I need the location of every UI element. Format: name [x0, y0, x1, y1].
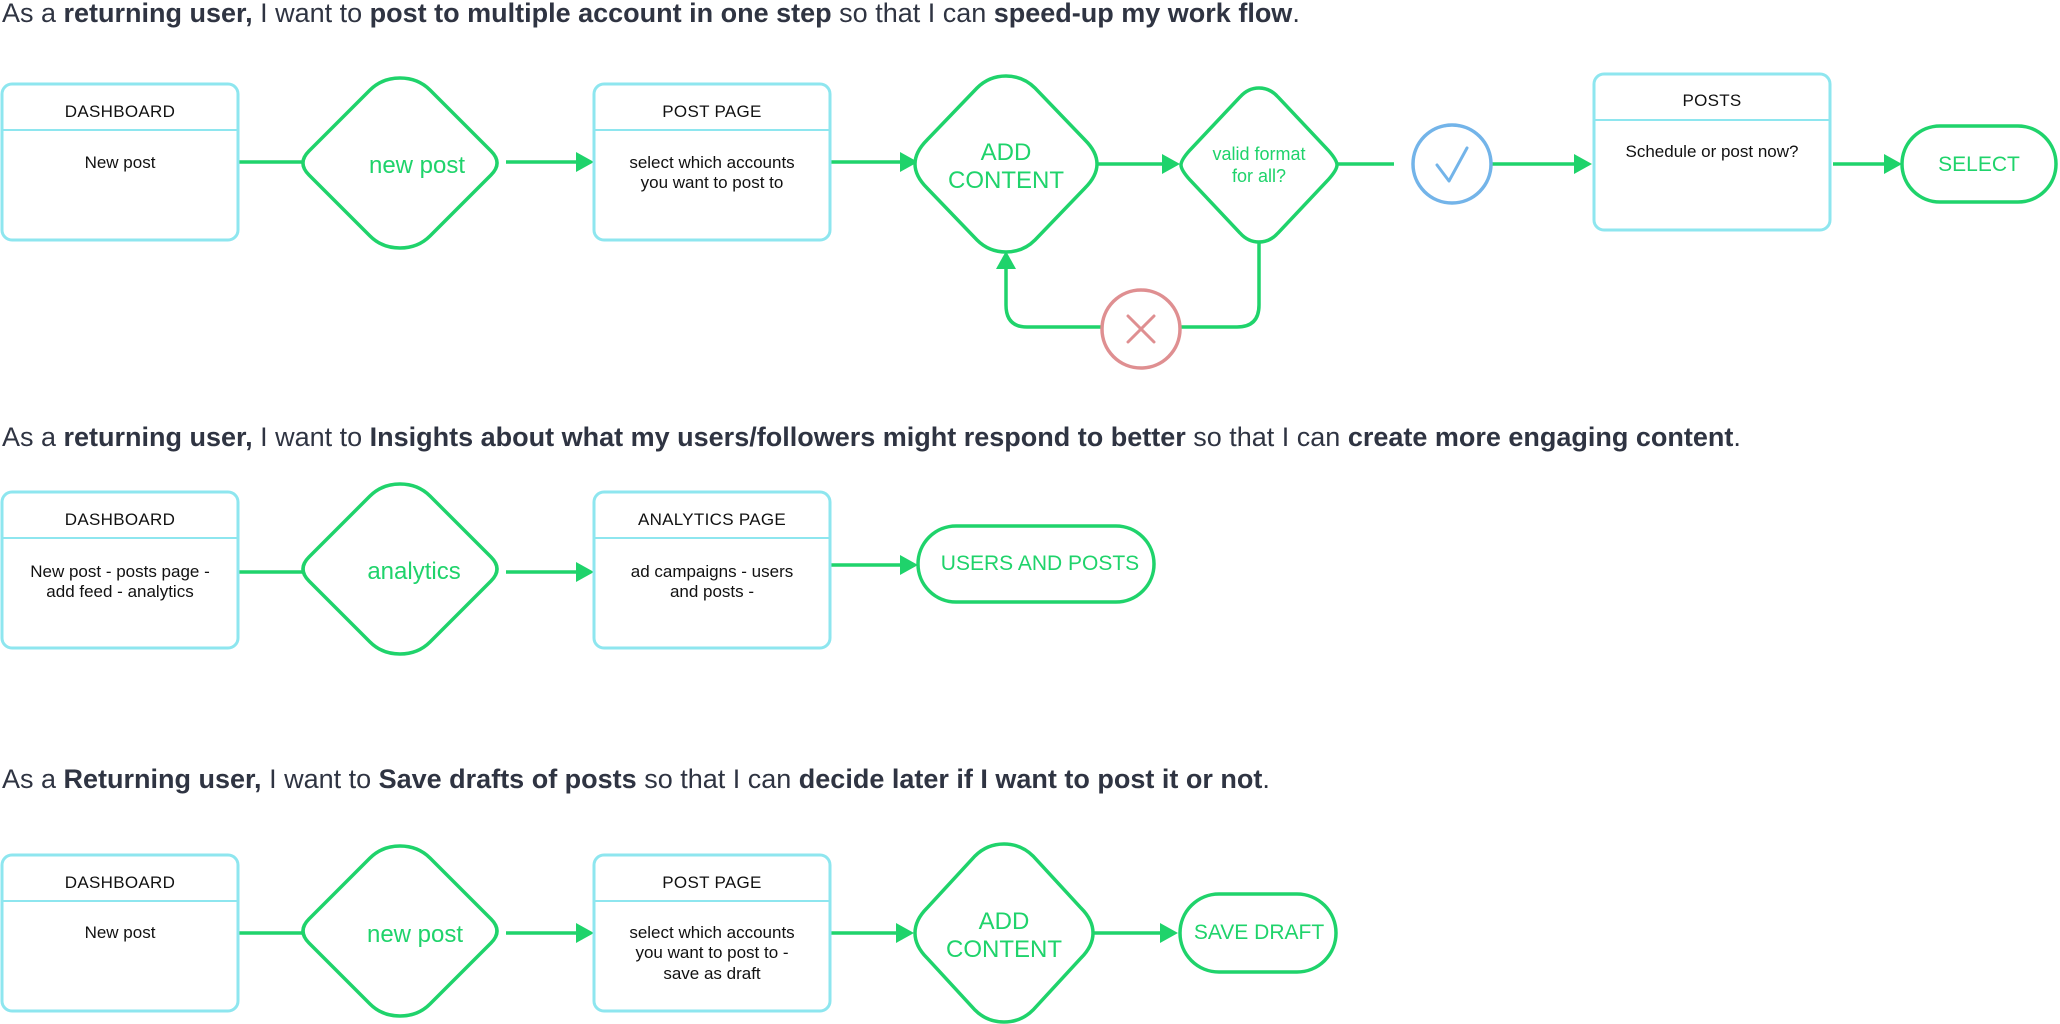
terminal-label: SELECT	[1938, 153, 2020, 176]
flow-1-decision-add-content	[913, 74, 1099, 254]
flow-2-decision-analytics	[301, 482, 499, 656]
decision-label-line-2: for all?	[1232, 166, 1286, 186]
decision-label: new post	[369, 152, 465, 179]
flow-1-decision-new-post	[301, 76, 499, 250]
box-title: POST PAGE	[662, 873, 761, 892]
box-title: DASHBOARD	[65, 873, 175, 892]
box-body-line-2: and posts -	[670, 582, 754, 601]
decision-label: analytics	[367, 558, 460, 585]
decision-label: new post	[367, 921, 463, 948]
flow-1-terminal-select	[1900, 124, 2058, 204]
decision-label-line-2: CONTENT	[948, 167, 1064, 194]
box-title: DASHBOARD	[65, 102, 175, 121]
box-title: DASHBOARD	[65, 510, 175, 529]
check-icon	[1411, 123, 1493, 205]
close-icon	[1100, 288, 1182, 370]
flow-2-analytics-page-box: ANALYTICS PAGE ad campaigns - users and …	[592, 490, 832, 650]
flow-1-decision-valid-format	[1179, 86, 1339, 244]
box-title: POSTS	[1682, 91, 1741, 110]
flow-3-decision-new-post	[301, 844, 499, 1018]
decision-label-line-1: ADD	[979, 908, 1030, 935]
flow-3-post-page-box: POST PAGE select which accounts you want…	[592, 853, 832, 1013]
box-body-line-3: save as draft	[663, 964, 761, 983]
box-body: New post	[85, 153, 156, 172]
box-body: New post	[85, 923, 156, 942]
decision-label-line-1: valid format	[1212, 144, 1305, 164]
box-body-line-2: you want to post to -	[635, 943, 788, 962]
user-story-2: As a returning user, I want to Insights …	[2, 422, 1741, 452]
decision-label-line-2: CONTENT	[946, 936, 1062, 963]
user-story-3: As a Returning user, I want to Save draf…	[2, 764, 1270, 794]
box-title: ANALYTICS PAGE	[638, 510, 786, 529]
flow-1-connectors	[238, 152, 1902, 329]
flow-1-dashboard-box: DASHBOARD New post	[0, 82, 240, 242]
flow-1-posts-box: POSTS Schedule or post now?	[1592, 72, 1832, 232]
box-body-line-1: select which accounts	[629, 153, 794, 172]
box-body-line-1: New post - posts page -	[30, 562, 210, 581]
box-body-line-2: add feed - analytics	[46, 582, 193, 601]
flow-1-post-page-box: POST PAGE select which accounts you want…	[592, 82, 832, 242]
flow-3-decision-add-content	[913, 842, 1095, 1024]
flow-3-dashboard-box: DASHBOARD New post	[0, 853, 240, 1013]
box-body-line-2: you want to post to	[641, 173, 784, 192]
terminal-label: SAVE DRAFT	[1194, 921, 1324, 944]
flow-2-dashboard-box: DASHBOARD New post - posts page - add fe…	[0, 490, 240, 650]
box-body-line-1: select which accounts	[629, 923, 794, 942]
flow-2-terminal-users-and-posts	[916, 524, 1156, 604]
terminal-label: USERS AND POSTS	[941, 552, 1139, 575]
box-body: Schedule or post now?	[1626, 142, 1799, 161]
box-title: POST PAGE	[662, 102, 761, 121]
user-story-1: As a returning user, I want to post to m…	[2, 0, 1300, 28]
flow-3-terminal-save-draft	[1178, 892, 1338, 974]
box-body-line-1: ad campaigns - users	[631, 562, 794, 581]
decision-label-line-1: ADD	[981, 139, 1032, 166]
